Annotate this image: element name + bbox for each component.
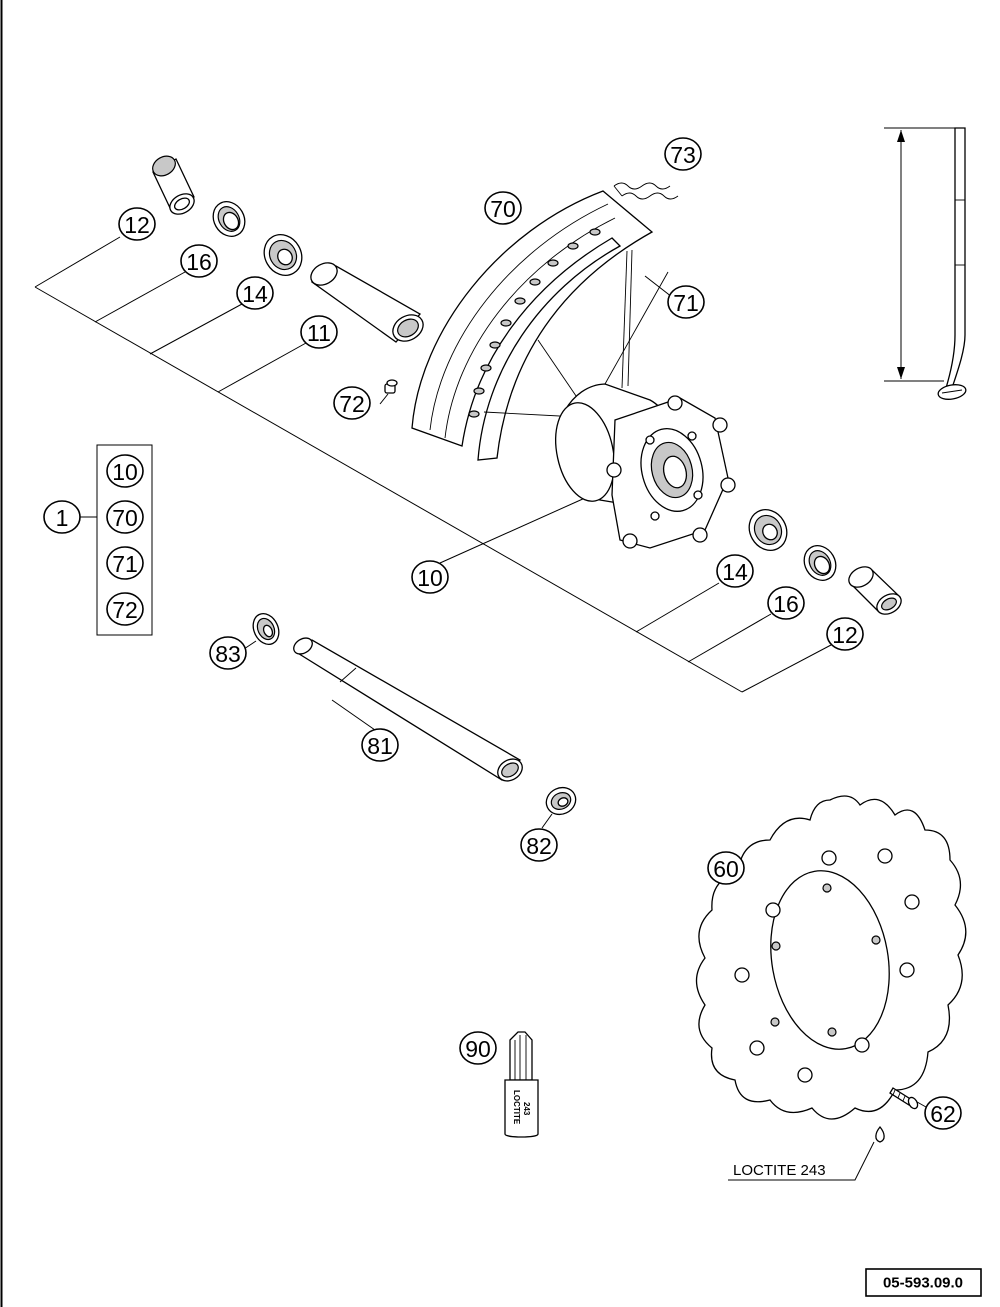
rim-tape-73: [613, 182, 679, 200]
axle-nut-82: [545, 786, 577, 816]
svg-text:83: 83: [215, 641, 241, 667]
svg-text:71: 71: [112, 551, 138, 577]
callout-81: 81: [361, 728, 399, 762]
svg-text:73: 73: [670, 142, 696, 168]
callout-14-left: 14: [236, 276, 274, 310]
kit-item-71: 71: [106, 546, 144, 580]
callout-10: 10: [411, 560, 449, 594]
callout-12-right: 12: [826, 617, 864, 651]
loctite-tube-90: [504, 1031, 539, 1138]
callout-14-right: 14: [716, 554, 754, 588]
svg-text:14: 14: [242, 281, 268, 307]
bushing-12-left: [152, 155, 195, 215]
bearing-14-right: [748, 509, 788, 551]
kit-item-10: 10: [106, 454, 144, 488]
svg-text:90: 90: [465, 1036, 491, 1062]
rim-70: [411, 190, 654, 461]
callout-60: 60: [707, 851, 745, 885]
svg-text:72: 72: [339, 391, 365, 417]
callout-71: 71: [667, 285, 705, 319]
callout-72: 72: [333, 386, 371, 420]
disc-bolt-62: [889, 1087, 919, 1110]
svg-text:60: 60: [713, 856, 739, 882]
callout-16-left: 16: [180, 244, 218, 278]
callout-83: 83: [209, 636, 247, 670]
callout-73: 73: [664, 137, 702, 171]
callout-1: 1: [43, 500, 81, 534]
axle-81: [293, 637, 523, 782]
svg-text:12: 12: [124, 212, 150, 238]
brake-disc-60: [695, 795, 967, 1120]
callout-82: 82: [520, 828, 558, 862]
spoke-nipple-72: [384, 379, 398, 394]
svg-text:81: 81: [367, 733, 393, 759]
callout-16-right: 16: [767, 586, 805, 620]
seal-16-left: [212, 201, 246, 237]
loctite-drop: [875, 1125, 885, 1143]
callout-12-left: 12: [118, 207, 156, 241]
svg-text:10: 10: [417, 565, 443, 591]
svg-text:72: 72: [112, 597, 138, 623]
leader-lines: [34, 236, 927, 1181]
svg-text:16: 16: [773, 591, 799, 617]
kit-item-70: 70: [106, 500, 144, 534]
svg-text:62: 62: [930, 1101, 956, 1127]
svg-text:82: 82: [526, 833, 552, 859]
svg-text:10: 10: [112, 459, 138, 485]
hub-10: [555, 383, 736, 549]
kit-item-72: 72: [106, 592, 144, 626]
nut-83: [252, 612, 280, 646]
tube-label-line1: LOCTITE: [512, 1090, 521, 1125]
svg-text:70: 70: [112, 505, 138, 531]
bushing-12-right: [848, 566, 902, 615]
spoke-length-reference: [884, 127, 967, 400]
loctite-note: LOCTITE 243: [733, 1162, 826, 1179]
svg-text:11: 11: [307, 320, 331, 346]
bearing-14-left: [263, 234, 303, 276]
callout-90: 90: [459, 1031, 497, 1065]
tube-label-line2: 243: [522, 1102, 531, 1116]
svg-text:14: 14: [722, 559, 748, 585]
spacer-11: [310, 262, 424, 343]
callout-62: 62: [924, 1096, 962, 1130]
callout-11: 11: [300, 315, 338, 349]
callout-70: 70: [484, 191, 522, 225]
doc-number: 05-593.09.0: [883, 1275, 963, 1292]
svg-text:16: 16: [186, 249, 212, 275]
svg-text:1: 1: [56, 505, 69, 531]
svg-text:71: 71: [673, 290, 699, 316]
svg-text:70: 70: [490, 196, 516, 222]
seal-16-right: [803, 545, 837, 581]
doc-number-box: 05-593.09.0: [865, 1268, 982, 1297]
svg-text:12: 12: [832, 622, 858, 648]
